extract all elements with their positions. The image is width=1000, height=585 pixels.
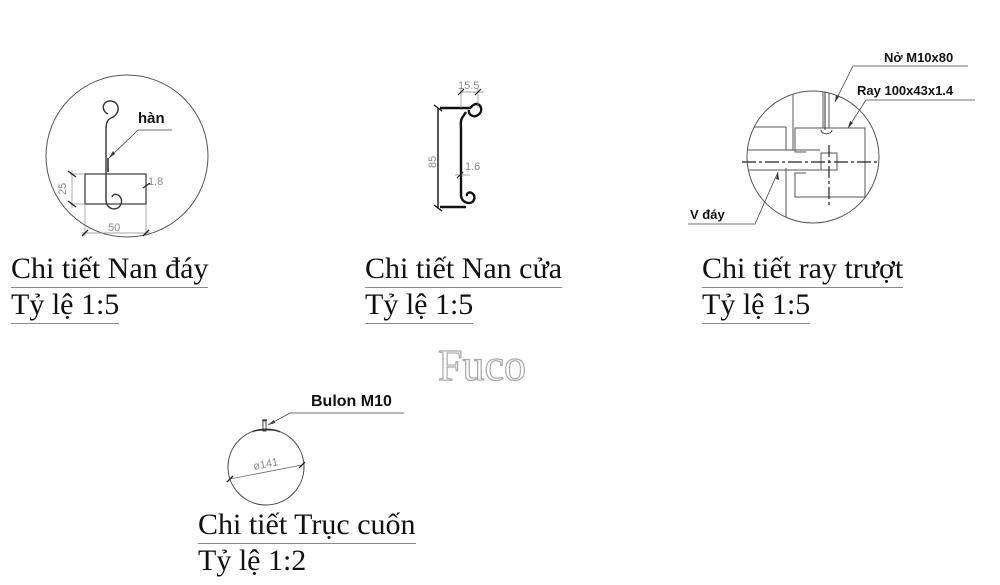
rail-label: Ray 100x43x1.4: [857, 83, 954, 98]
nan-cua-detail: 85 15.5 1.6: [427, 80, 484, 212]
detail-title: Chi tiết Trục cuốn: [198, 508, 416, 544]
svg-text:1.8: 1.8: [148, 176, 163, 188]
fuco-watermark: Fuco: [437, 340, 526, 390]
svg-text:ø141: ø141: [252, 456, 279, 473]
detail-title: Chi tiết ray trượt: [702, 252, 904, 288]
truc-cuon-detail: ø141: [226, 412, 404, 506]
bolt-label: Bulon M10: [311, 393, 392, 410]
svg-text:15.5: 15.5: [458, 80, 479, 92]
detail-scale: Tỷ lệ 1:5: [11, 288, 120, 324]
caption-ray-truot: Chi tiết ray trượt Tỷ lệ 1:5: [702, 252, 904, 324]
anchor-label: Nở M10x80: [884, 50, 954, 65]
caption-nan-day: Chi tiết Nan đáy Tỷ lệ 1:5: [11, 252, 209, 324]
weld-label: hàn: [138, 110, 165, 127]
ray-truot-detail: [688, 65, 975, 225]
svg-text:85: 85: [427, 156, 439, 168]
base-label: V đáy: [690, 207, 725, 222]
svg-text:1.6: 1.6: [465, 161, 480, 173]
detail-scale: Tỷ lệ 1:5: [702, 288, 811, 324]
detail-scale: Tỷ lệ 1:5: [365, 288, 474, 324]
svg-text:25: 25: [57, 183, 69, 195]
nan-day-detail: 25 50 1.8: [45, 74, 209, 238]
detail-scale: Tỷ lệ 1:2: [198, 544, 307, 577]
caption-nan-cua: Chi tiết Nan cửa Tỷ lệ 1:5: [365, 252, 563, 324]
svg-text:50: 50: [108, 222, 120, 234]
detail-title: Chi tiết Nan cửa: [365, 252, 563, 288]
caption-truc-cuon: Chi tiết Trục cuốn Tỷ lệ 1:2: [198, 508, 416, 580]
detail-title: Chi tiết Nan đáy: [11, 252, 209, 288]
